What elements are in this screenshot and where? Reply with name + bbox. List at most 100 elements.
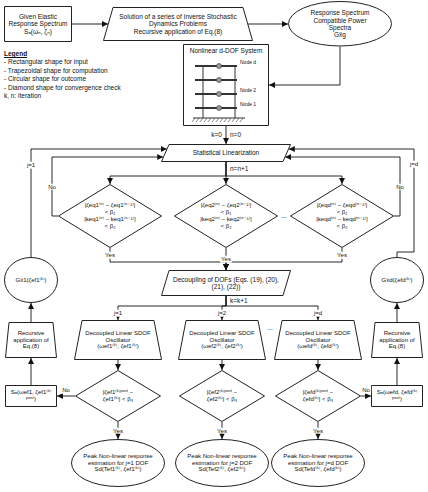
system-box-outline xyxy=(183,44,269,126)
node-text-block: |ζeqd⁽ⁿ⁾ − ζeqd⁽ⁿ⁻¹⁾| < β₁|keqd⁽ⁿ⁾ − keq… xyxy=(316,202,368,230)
flow-arrow xyxy=(222,296,226,320)
legend-entry: - Diamond shape for convergence check xyxy=(4,84,121,92)
flow-arrow xyxy=(31,358,32,385)
flow-arrow xyxy=(110,248,226,270)
flow-arrow xyxy=(222,360,223,370)
input-box: Sₐ(ωef1, ζef1⁽ᵏ⁾ᵖᵒˢᵗ) xyxy=(5,385,57,407)
shape-border xyxy=(76,371,161,422)
node-text: Decoupled Linear SDOF Oscillator xyxy=(285,330,351,344)
node-text: |ζeq2⁽ⁿ⁾ − ζeq2⁽ⁿ⁻¹⁾| < β₁ xyxy=(200,202,252,216)
flow-arrow xyxy=(31,149,167,257)
input-box: Given Elastic Response SpectrumSₐ(ωₙ, ζₙ… xyxy=(4,6,72,42)
shape-border xyxy=(5,258,58,303)
flow-arrow xyxy=(226,248,342,270)
flow-arrow xyxy=(57,396,75,397)
flow-arrow xyxy=(226,296,318,320)
node-text: |ζeqd⁽ⁿ⁾ − ζeqd⁽ⁿ⁻¹⁾| < β₁ xyxy=(316,202,368,216)
node-text: (ωefd⁽ᵏ⁾, ζefd⁽ᵏ⁾) xyxy=(285,343,351,350)
node-text-block: Gẍ1(ζef1⁽ᵏ⁾) xyxy=(11,277,51,284)
shape-border xyxy=(176,440,269,487)
flow-arrow xyxy=(118,360,119,370)
flow-arrow xyxy=(226,162,342,184)
annotation-label: ... xyxy=(281,212,286,219)
node-text: Statistical Linearization xyxy=(172,149,280,156)
node-text: Recursive application of Eq.(8) xyxy=(116,28,240,35)
edge-label: j=d xyxy=(409,161,419,168)
decision-diamond: |ζef2⁽ᵏ⁾ᵖᵒˢᵗ − ζef2⁽ᵏ⁾| < β₃ xyxy=(179,370,265,422)
decision-diamond: |ζeq2⁽ⁿ⁾ − ζeq2⁽ⁿ⁻¹⁾| < β₁|keq2⁽ⁿ⁾ − keq… xyxy=(174,184,278,248)
node-text-block: Sₐ(ωefd, ζefd⁽ᵏ⁾ᵖᵒˢᵗ) xyxy=(375,389,419,403)
shape-border xyxy=(371,258,424,303)
computation-parallelogram: Decoupling of DOFs (Eqs. (19), (20), (21… xyxy=(161,270,291,296)
legend-entry: - Rectangular shape for input xyxy=(4,58,121,66)
shape-border xyxy=(275,321,362,360)
node-text: Decoupled Linear SDOF Oscillator xyxy=(189,330,255,344)
edge-label: No xyxy=(47,183,57,190)
node-text: Sd(Tef2⁽ᵏ⁾, ζef2⁽ᵏ⁾) xyxy=(187,466,257,473)
node-text-block: Solution of a series of Inverse Stochast… xyxy=(116,13,240,35)
flow-arrow xyxy=(361,396,371,397)
edge-label: Yes xyxy=(216,427,228,434)
shape-border xyxy=(175,185,278,248)
node-label: Node 1 xyxy=(240,102,256,108)
flow-arrow xyxy=(72,24,108,25)
flow-arrow xyxy=(318,360,319,370)
shape-border xyxy=(180,371,265,422)
node-text: Solution of a series of Inverse Stochast… xyxy=(116,13,240,28)
edge-label: No xyxy=(361,387,371,394)
edge-label: No xyxy=(395,183,405,190)
node-text: |ζef2⁽ᵏ⁾ᵖᵒˢᵗ − ζef2⁽ᵏ⁾| < β₃ xyxy=(201,389,244,403)
node-text: Nonlinear d-DOF System xyxy=(187,47,265,54)
shape-border xyxy=(289,2,392,47)
shape-border xyxy=(104,8,253,41)
building-illustration xyxy=(192,64,245,123)
legend-entry: - Circular shape for outcome xyxy=(4,75,121,83)
edge-label: j=1 xyxy=(26,162,36,169)
shape-border xyxy=(6,323,57,358)
outcome-ellipse: Peak Non-linear response estimation for … xyxy=(71,439,165,487)
node-text-block: Peak Non-linear response estimation for … xyxy=(283,453,353,474)
outcome-ellipse: Peak Non-linear response estimation for … xyxy=(175,439,269,487)
shape-border xyxy=(276,371,361,422)
node-text-block: Gẍd(ζefd⁽ᵏ⁾) xyxy=(377,277,417,284)
edge-label: j=2 xyxy=(217,310,227,317)
node-text: Decoupling of DOFs (Eqs. (19), (20), (21… xyxy=(172,276,280,291)
node-text: (ωef2⁽ᵏ⁾, ζef2⁽ᵏ⁾) xyxy=(189,343,255,350)
node-text-block: Nonlinear d-DOF System xyxy=(187,47,265,54)
edge-label: j=d xyxy=(313,310,323,317)
shape-border xyxy=(162,271,291,296)
computation-box: Solution of a series of Inverse Stochast… xyxy=(103,7,253,41)
node-label: Node d xyxy=(240,60,256,66)
shape-border xyxy=(6,386,57,407)
shape-border xyxy=(72,440,165,487)
edge-label: j=1 xyxy=(113,310,123,317)
annotation-label: ... xyxy=(267,324,272,331)
node-text-block: Peak Non-linear response estimation for … xyxy=(83,453,153,474)
outcome-ellipse: Response Spectrum Compatible Power Spect… xyxy=(288,1,392,46)
node-text-block: Recursive application of Eq.(8) xyxy=(12,330,50,351)
shape-border xyxy=(5,7,72,42)
flow-arrow xyxy=(289,149,414,257)
node-text: Response Spectrum Compatible Power Spect… xyxy=(302,9,379,31)
node-text: Gẍg xyxy=(302,31,379,38)
flow-arrow xyxy=(118,296,226,320)
system-box: Nonlinear d-DOF SystemNode dNode 2Node 1 xyxy=(183,44,269,126)
flow-arrow xyxy=(397,358,398,385)
node-text: Peak Non-linear response estimation for … xyxy=(187,453,257,467)
node-text: Sd(Tefd⁽ᵏ⁾, ζefd⁽ᵏ⁾) xyxy=(283,466,353,473)
edge-label: Yes xyxy=(112,427,124,434)
flow-arrow xyxy=(226,126,227,144)
edge-label: Yes xyxy=(220,256,232,263)
outcome-ellipse: Peak Non-linear response estimation for … xyxy=(271,439,365,487)
edge-label: Yes xyxy=(104,252,116,259)
annotation-label: n=n+1 xyxy=(230,165,248,172)
outcome-circle: Gẍ1(ζef1⁽ᵏ⁾) xyxy=(4,257,58,303)
shape-border xyxy=(75,321,162,360)
node-text: Sₐ(ωefd, ζefd⁽ᵏ⁾ᵖᵒˢᵗ) xyxy=(375,389,419,403)
node-text-block: Decoupled Linear SDOF Oscillator(ωef1⁽ᵏ⁾… xyxy=(85,330,151,351)
node-text-block: Decoupling of DOFs (Eqs. (19), (20), (21… xyxy=(172,276,280,291)
shape-border xyxy=(162,145,291,162)
node-text: Given Elastic Response Spectrum xyxy=(8,13,68,28)
node-text-block: |ζeq1⁽ⁿ⁾ − ζeq1⁽ⁿ⁻¹⁾| < β₁|keq1⁽ⁿ⁾ − keq… xyxy=(84,202,136,230)
